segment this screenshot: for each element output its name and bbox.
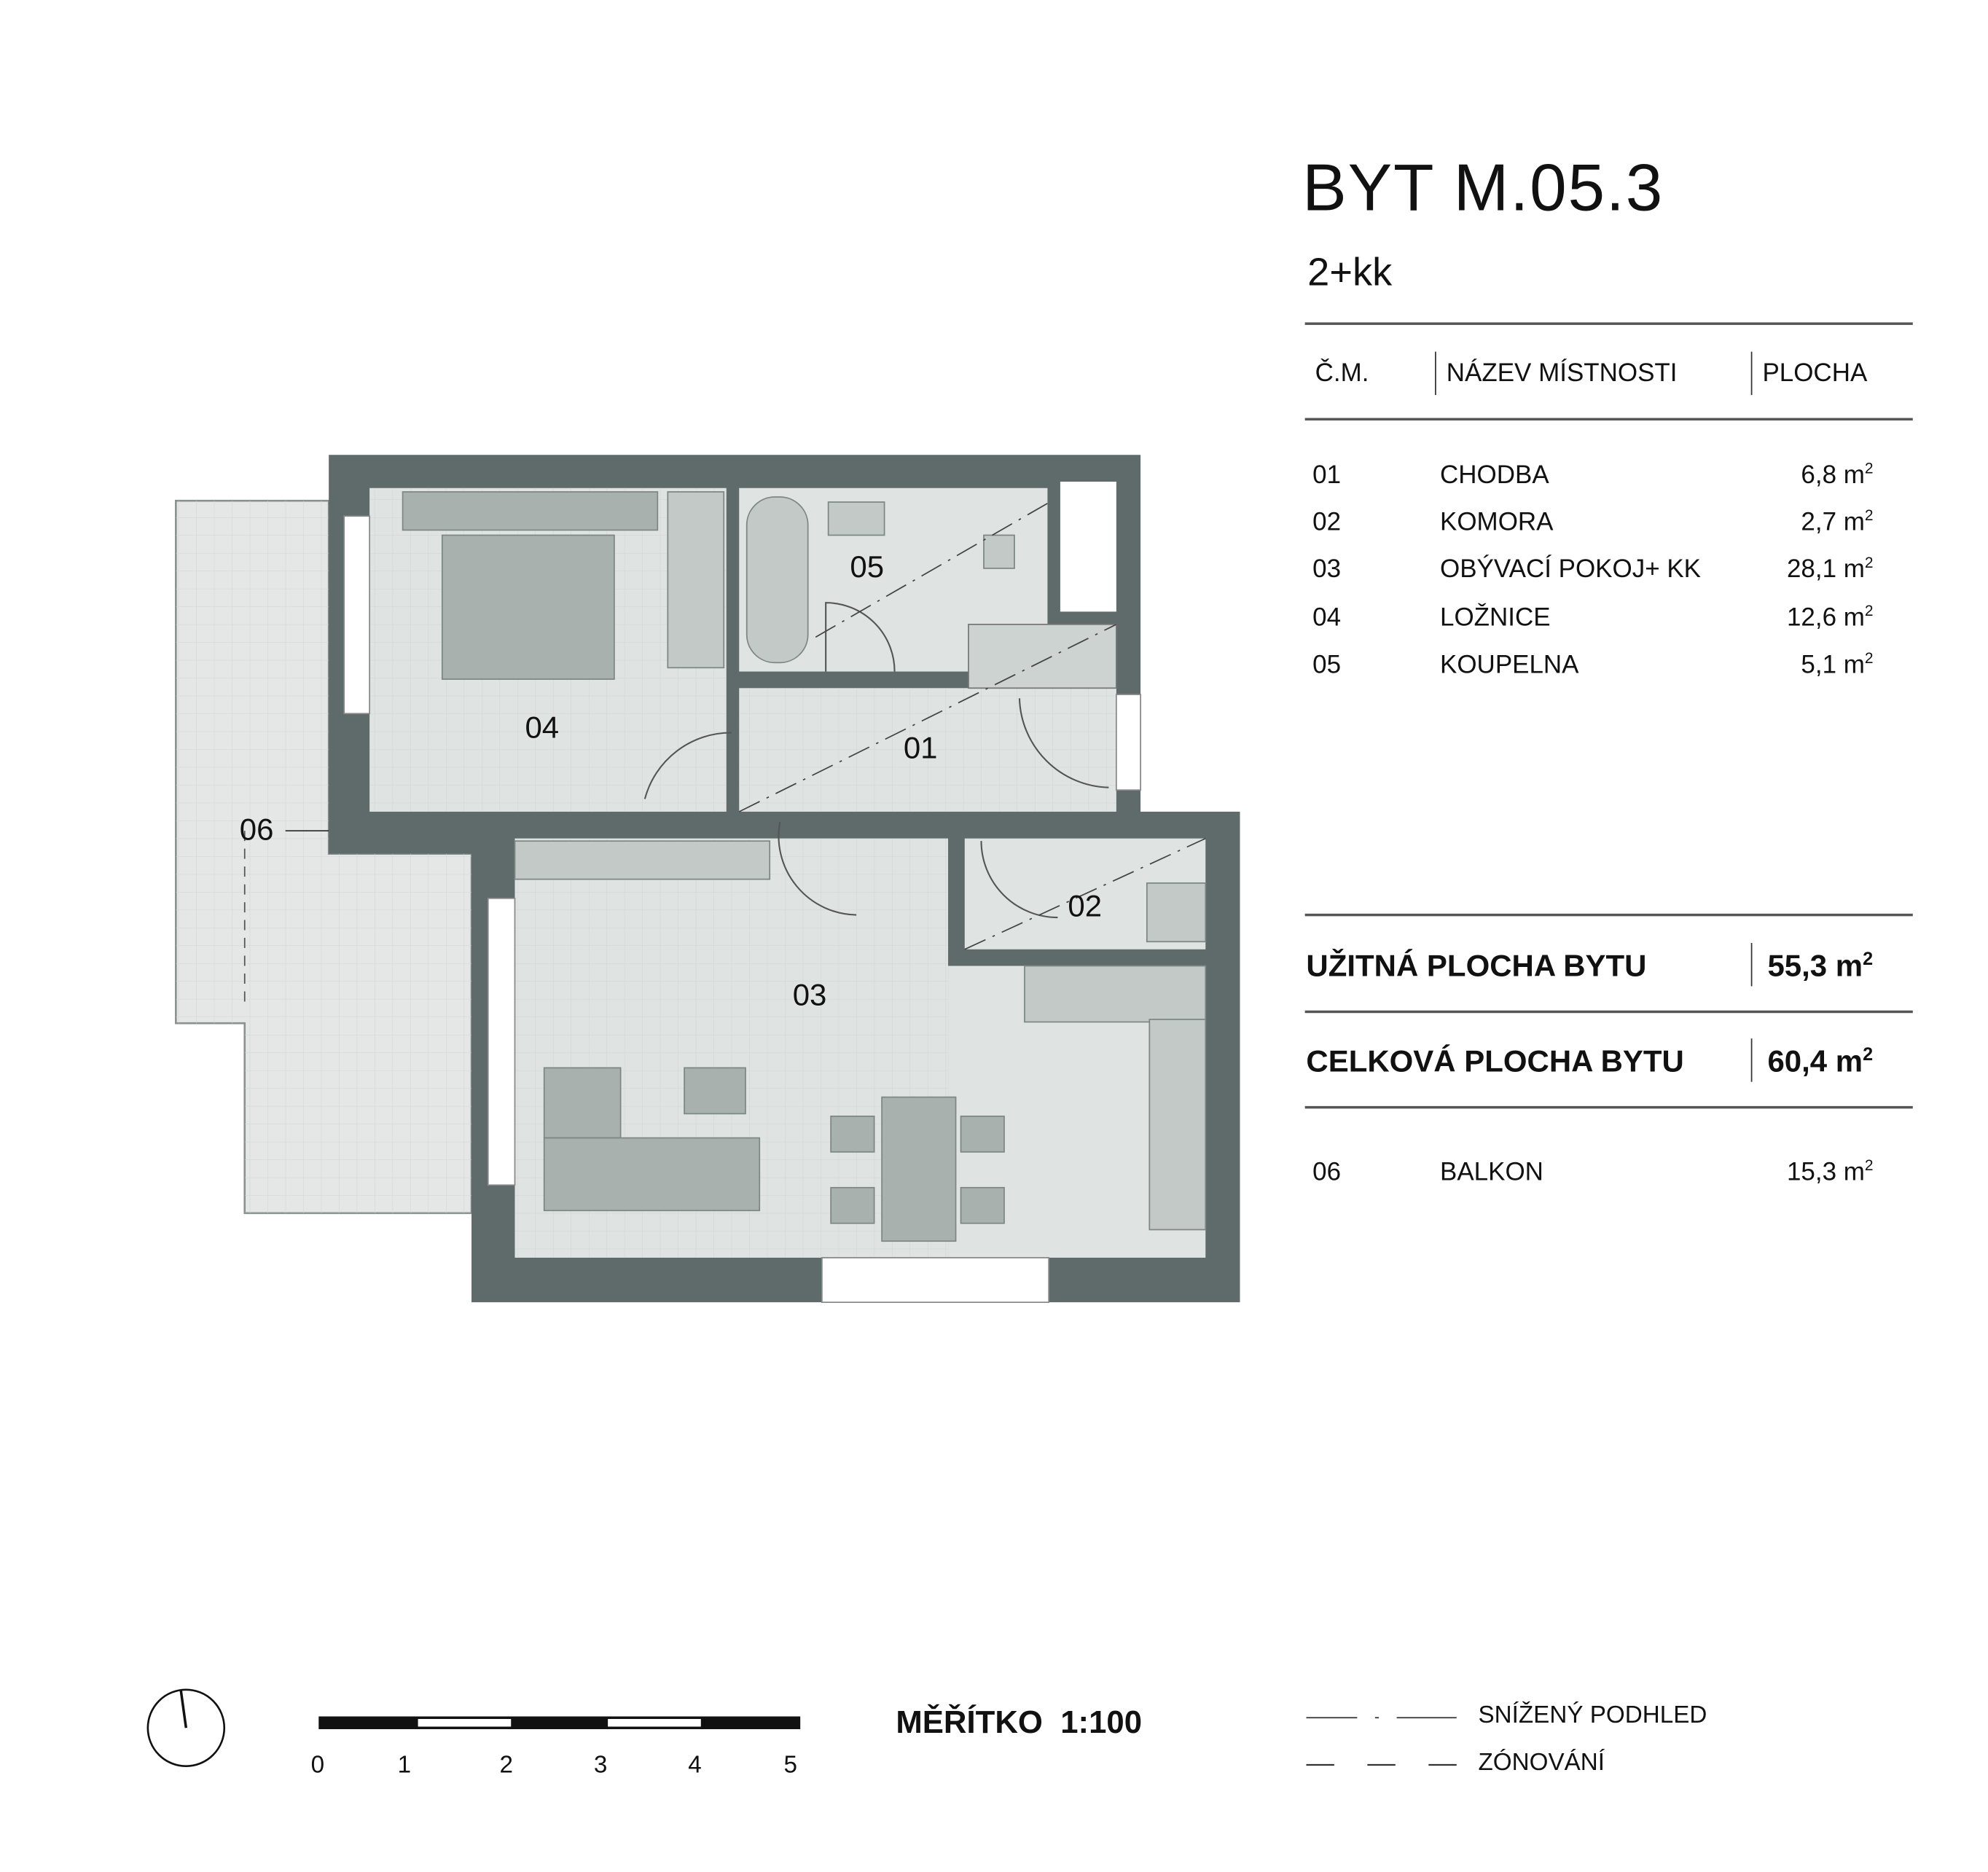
total-area-label: CELKOVÁ PLOCHA BYTU: [1306, 1044, 1684, 1080]
row-num: 03: [1312, 555, 1342, 584]
row-num: 02: [1312, 508, 1342, 537]
scale-label: MĚŘÍTKO 1:100: [896, 1704, 1143, 1741]
scale-tick: 0: [310, 1752, 325, 1779]
col-header-num: Č.M.: [1315, 359, 1369, 388]
room-label-02: 02: [1068, 889, 1103, 924]
doors: [643, 602, 1109, 919]
room-label-06: 06: [239, 812, 274, 847]
apartment-type: 2+kk: [1307, 249, 1393, 294]
row-area: 28,1 m2: [1786, 553, 1874, 584]
scale-tick: 4: [688, 1752, 702, 1779]
balcony-num: 06: [1312, 1158, 1342, 1187]
furniture: [402, 491, 1207, 1242]
scale-tick: 3: [593, 1752, 608, 1779]
row-area: 12,6 m2: [1786, 601, 1874, 633]
row-num: 01: [1312, 461, 1342, 490]
row-num: 05: [1312, 651, 1342, 680]
north-arrow-icon: [146, 1688, 226, 1768]
row-name: LOŽNICE: [1440, 603, 1551, 633]
legend-zoning-line: [1306, 1763, 1457, 1766]
row-area: 5,1 m2: [1801, 649, 1874, 680]
room-label-04: 04: [525, 710, 560, 745]
legend-lowered-ceiling-line: [1306, 1717, 1457, 1719]
scale-tick: 2: [499, 1752, 513, 1779]
row-area: 2,7 m2: [1801, 506, 1874, 537]
row-name: KOUPELNA: [1440, 651, 1579, 680]
room-label-03: 03: [792, 979, 827, 1014]
balcony-area: 15,3 m2: [1786, 1156, 1874, 1187]
room-label-05: 05: [850, 550, 885, 585]
lowered-ceiling-lines: [738, 502, 1206, 950]
col-header-area: PLOCHA: [1762, 359, 1868, 388]
windows: [343, 515, 1141, 1304]
legend-zoning: ZÓNOVÁNÍ: [1478, 1749, 1605, 1777]
row-name: OBÝVACÍ POKOJ+ KK: [1440, 555, 1701, 584]
apartment-title: BYT M.05.3: [1302, 152, 1664, 226]
scale-tick: 1: [397, 1752, 412, 1779]
legend-lowered-ceiling: SNÍŽENÝ PODHLED: [1478, 1702, 1707, 1729]
scale-tick: 5: [783, 1752, 797, 1779]
closet: [1060, 482, 1116, 612]
row-area: 6,8 m2: [1801, 459, 1874, 490]
balcony-name: BALKON: [1440, 1158, 1543, 1187]
usable-area-value: 55,3 m2: [1767, 949, 1874, 984]
col-header-name: NÁZEV MÍSTNOSTI: [1446, 359, 1678, 388]
row-name: KOMORA: [1440, 508, 1554, 537]
scale-bar: [318, 1716, 801, 1729]
total-area-value: 60,4 m2: [1767, 1044, 1874, 1080]
usable-area-label: UŽITNÁ PLOCHA BYTU: [1306, 949, 1647, 984]
shaft: [968, 623, 1117, 689]
row-num: 04: [1312, 603, 1342, 633]
floor-plan: [175, 455, 1240, 1304]
row-name: CHODBA: [1440, 461, 1549, 490]
room-label-01: 01: [903, 731, 938, 766]
